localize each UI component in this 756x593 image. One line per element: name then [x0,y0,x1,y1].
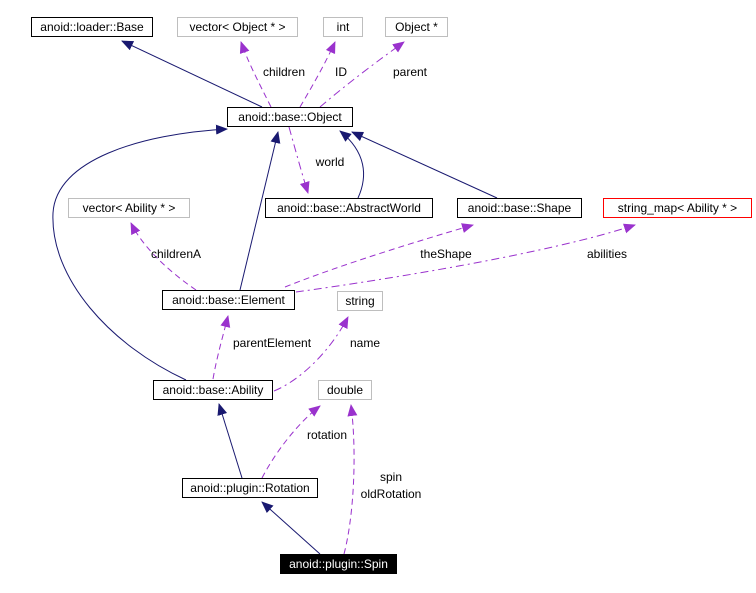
edge-object-to-objectptr [319,41,405,108]
edge-rotation-to-ability [217,403,243,479]
node-anoid-base-element[interactable]: anoid::base::Element [162,290,295,310]
edge-rotation-to-double [261,405,321,479]
node-object-ptr: Object * [385,17,448,37]
edge-label-id: ID [335,65,347,79]
edge-object-to-int [299,41,336,108]
edge-spin-to-rotation [261,501,321,555]
edge-label-theshape: theShape [420,247,472,261]
edge-element-to-stringmap [295,223,636,293]
edge-element-to-shape [284,223,474,288]
node-anoid-base-ability[interactable]: anoid::base::Ability [153,380,273,400]
edge-label-abilities: abilities [586,247,628,261]
edge-label-children: children [262,65,306,79]
edge-abstractworld-to-object [339,130,364,199]
node-anoid-loader-base[interactable]: anoid::loader::Base [31,17,153,37]
edge-label-name: name [349,336,381,350]
edge-label-rotation: rotation [306,428,348,442]
edge-object-to-abstractworld [288,126,310,194]
node-int: int [323,17,363,37]
node-anoid-plugin-rotation[interactable]: anoid::plugin::Rotation [182,478,318,498]
edge-element-to-object [239,131,281,291]
edge-label-spin: spin [379,470,403,484]
node-anoid-base-shape[interactable]: anoid::base::Shape [457,198,582,218]
node-vector-ability-ptr: vector< Ability * > [68,198,190,218]
node-string: string [337,291,383,311]
edge-label-world: world [315,155,345,169]
node-anoid-plugin-spin: anoid::plugin::Spin [280,554,397,574]
edge-object-to-vectorobject [239,41,272,108]
node-double: double [318,380,372,400]
edge-ability-to-string [273,316,349,392]
node-string-map-ability-ptr[interactable]: string_map< Ability * > [603,198,752,218]
edge-label-oldrotation: oldRotation [360,487,422,501]
edge-ability-to-element [212,315,231,380]
edge-element-to-vectorability [130,222,197,291]
edge-label-childrena: childrenA [150,247,202,261]
edge-object-to-loaderbase [121,40,263,108]
edge-shape-to-object [351,131,498,199]
node-anoid-base-abstractworld[interactable]: anoid::base::AbstractWorld [265,198,433,218]
edge-spin-to-double [343,404,358,555]
edge-label-parentelement: parentElement [232,336,312,350]
node-anoid-base-object[interactable]: anoid::base::Object [227,107,353,127]
edge-label-parent: parent [392,65,428,79]
node-vector-object-ptr: vector< Object * > [177,17,298,37]
edge-ability-to-object [52,124,228,381]
